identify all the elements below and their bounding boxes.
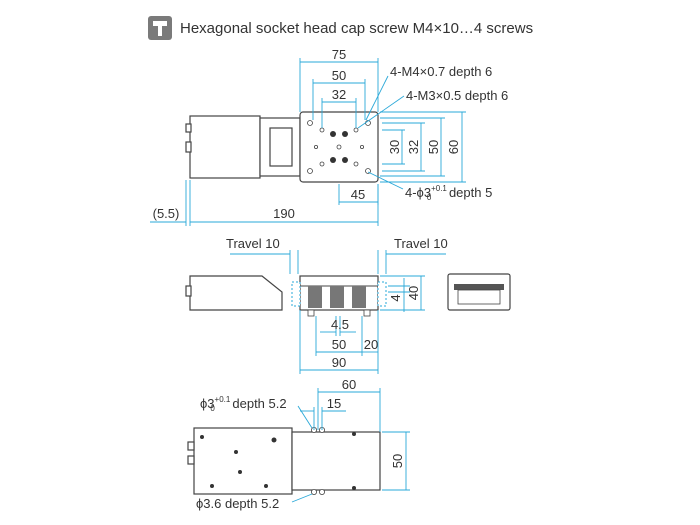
dim-90: 90 — [332, 355, 346, 370]
bottom-hole — [271, 437, 277, 443]
note-bottom-phi36: ϕ3.6 depth 5.2 — [196, 496, 279, 511]
pin-hole — [313, 144, 318, 149]
pin — [307, 309, 315, 317]
travel-limit-right — [377, 281, 387, 307]
legend-text: Hexagonal socket head cap screw M4×10…4 … — [180, 19, 534, 37]
pin — [363, 309, 371, 317]
dim-60-vertical: 60 — [446, 140, 461, 154]
bottom-hole — [352, 432, 356, 436]
dim-32: 32 — [332, 87, 346, 102]
dim-4: 4 — [388, 294, 403, 301]
bottom-stage-plate — [291, 431, 381, 491]
legend: Hexagonal socket head cap screw M4×10…4 … — [148, 14, 533, 42]
bottom-motor-body — [193, 427, 293, 495]
side-view: Travel 10 Travel 10 40 — [185, 236, 511, 374]
bottom-hole — [234, 450, 238, 454]
pin-hole — [359, 144, 364, 149]
note-m4: 4-M4×0.7 depth 6 — [390, 64, 492, 79]
travel-limit-left — [291, 281, 301, 307]
dim-60-bottom: 60 — [342, 377, 356, 392]
bottom-pin-hole — [318, 488, 325, 495]
end-view-rail — [454, 284, 504, 290]
dim-40: 40 — [406, 286, 421, 300]
hex-socket-screw-icon — [148, 16, 172, 40]
hole — [307, 120, 313, 126]
bottom-connector — [187, 455, 195, 465]
travel-left: Travel 10 — [226, 236, 280, 251]
dim-30: 30 — [387, 140, 402, 154]
screw-head — [342, 157, 348, 163]
bearing — [308, 286, 322, 308]
side-connector — [185, 285, 192, 297]
dim-50: 50 — [332, 68, 346, 83]
hole — [353, 127, 359, 133]
dim-50-vertical: 50 — [426, 140, 441, 154]
dim-75: 75 — [332, 47, 346, 62]
top-view: 75 50 32 30 32 50 60 — [150, 47, 508, 226]
dim-5-5: (5.5) — [153, 206, 180, 221]
hole — [353, 161, 359, 167]
dim-15: 15 — [327, 396, 341, 411]
side-motor-housing — [189, 275, 283, 311]
bottom-hole — [200, 435, 204, 439]
dim-50-side: 50 — [332, 337, 346, 352]
bottom-hole — [238, 470, 242, 474]
dim-45: 45 — [351, 187, 365, 202]
bottom-connector — [187, 441, 195, 451]
hole — [319, 127, 325, 133]
bottom-pin-hole — [310, 488, 317, 495]
dim-50-bottom: 50 — [390, 454, 405, 468]
dim-190: 190 — [273, 206, 295, 221]
motor-connector-top — [185, 123, 192, 133]
bottom-hole — [264, 484, 268, 488]
screw-head — [342, 131, 348, 137]
dim-4-5: 4.5 — [331, 317, 349, 332]
screw-head — [330, 131, 336, 137]
dim-32-vertical: 32 — [406, 140, 421, 154]
travel-right: Travel 10 — [394, 236, 448, 251]
coupling-window — [269, 127, 293, 167]
bottom-hole — [210, 484, 214, 488]
end-view-carriage — [457, 289, 501, 305]
note-m3: 4-M3×0.5 depth 6 — [406, 88, 508, 103]
hole — [307, 168, 313, 174]
bearing — [352, 286, 366, 308]
pin-hole — [336, 144, 342, 150]
screw-head — [330, 157, 336, 163]
dim-20: 20 — [364, 337, 378, 352]
bearing — [330, 286, 344, 308]
motor-connector-mid — [185, 141, 192, 153]
bottom-hole — [352, 486, 356, 490]
motor-housing — [189, 115, 261, 179]
hole — [319, 161, 325, 167]
